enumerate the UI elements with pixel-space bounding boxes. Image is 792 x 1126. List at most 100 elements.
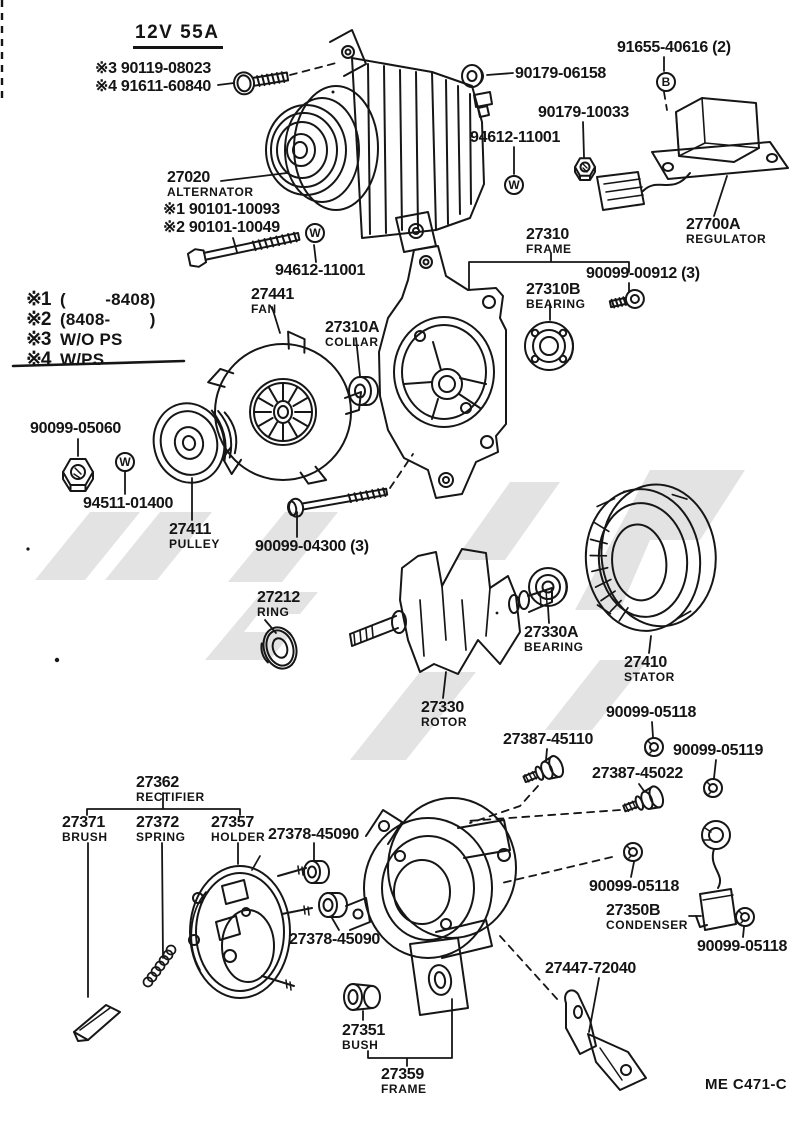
legend-symbol: ※1 <box>26 289 52 310</box>
legend-text: ( -8408) <box>60 290 156 309</box>
scan-artifacts <box>0 0 499 663</box>
legend-row: ※3 W/O PS <box>26 328 156 350</box>
legend-row: ※2 (8408- ) <box>26 308 156 330</box>
part-number: 27357 <box>211 814 254 831</box>
part-label-94612-11001: 94612-11001 <box>275 262 366 279</box>
part-number: 94612-11001 <box>470 129 561 146</box>
part-label-90099-043003: 90099-04300 (3) <box>255 538 369 555</box>
bracket-drawing <box>564 989 647 1091</box>
plate-code: ME C471-C <box>705 1076 787 1093</box>
grommet-a-drawing <box>303 860 330 884</box>
part-number: 27310B <box>526 281 581 298</box>
part-name: CONDENSER <box>606 918 689 932</box>
washer-06158-drawing <box>461 64 484 88</box>
part-label-94612-11001: 94612-11001 <box>470 129 561 146</box>
part-name: ROTOR <box>421 715 468 729</box>
part-number: 94612-11001 <box>275 262 366 279</box>
part-number: 27441 <box>251 286 294 303</box>
leader-lines <box>77 56 745 1067</box>
grommet-b-drawing <box>318 892 348 918</box>
part-number: 27350B <box>606 902 661 919</box>
part-number: 94511-01400 <box>83 495 174 512</box>
spring-drawing <box>142 944 177 988</box>
part-number: 27351 <box>342 1022 385 1039</box>
mount-bolt-drawing <box>232 71 290 96</box>
part-number: 27330A <box>524 624 579 641</box>
part-number: 27372 <box>136 814 179 831</box>
fan-drawing <box>207 330 362 485</box>
screw-00912-drawing <box>608 288 645 309</box>
bearing-27310b-drawing <box>524 321 574 371</box>
part-number: 27387-45110 <box>503 731 594 748</box>
part-name: HOLDER <box>211 830 266 844</box>
part-name: REGULATOR <box>686 232 767 246</box>
part-label-27387-45110: 27387-45110 <box>503 731 594 748</box>
part-name: BEARING <box>526 297 586 311</box>
part-name: FRAME <box>381 1082 427 1096</box>
rotor-drawing <box>349 548 553 675</box>
part-number: 27330 <box>421 699 464 716</box>
part-name: FRAME <box>526 242 572 256</box>
part-label-90179-10033: 90179-10033 <box>538 104 630 121</box>
part-number: 27378-45090 <box>268 826 360 843</box>
part-number: ※3 90119-08023 <box>95 60 211 77</box>
part-name: STATOR <box>624 670 675 684</box>
part-label-190101-10093: ※1 90101-10093 <box>163 202 280 218</box>
circled-w-symbol: W <box>504 175 524 195</box>
part-number: 90099-00912 (3) <box>586 265 700 282</box>
part-label-27378-45090: 27378-45090 <box>289 932 380 948</box>
part-number: 27387-45022 <box>592 765 684 782</box>
part-number: 27410 <box>624 654 667 671</box>
part-number: 91655-40616 (2) <box>617 39 731 56</box>
part-name: RECTIFIER <box>136 790 205 804</box>
part-label-27387-45022: 27387-45022 <box>592 765 684 782</box>
part-name: PULLEY <box>169 537 220 551</box>
part-number: 90179-10033 <box>538 104 630 121</box>
part-label-491611-60840: ※4 91611-60840 <box>95 78 211 95</box>
part-number: ※4 91611-60840 <box>95 78 211 95</box>
part-name: FAN <box>251 302 277 316</box>
part-label-90099-05118: 90099-05118 <box>606 705 696 721</box>
part-label-90099-05118: 90099-05118 <box>697 938 788 955</box>
legend-text: W/PS <box>60 350 105 369</box>
part-number: 90179-06158 <box>515 65 607 82</box>
part-number: 27020 <box>167 169 210 186</box>
part-name: SPRING <box>136 830 186 844</box>
part-number: 27447-72040 <box>545 960 637 977</box>
bearing-27330a-drawing <box>528 567 568 607</box>
legend-symbol: ※4 <box>26 349 52 370</box>
nut-05060-drawing <box>62 458 94 492</box>
brush-drawing <box>73 1004 121 1042</box>
part-name: COLLAR <box>325 335 379 349</box>
diagram-title: 12V 55A <box>133 22 224 49</box>
collar-drawing <box>348 376 379 406</box>
part-label-94511-01400: 94511-01400 <box>83 495 174 512</box>
condenser-drawing <box>695 820 737 931</box>
part-label-27447-72040: 27447-72040 <box>545 960 637 977</box>
part-name: RING <box>257 605 290 619</box>
pulley-drawing <box>152 402 238 484</box>
part-number: 27700A <box>686 216 741 233</box>
part-name: ALTERNATOR <box>167 185 254 199</box>
part-number: 90099-04300 (3) <box>255 538 369 555</box>
legend-symbol: ※2 <box>26 309 52 330</box>
regulator-drawing <box>596 97 789 211</box>
bush-drawing <box>343 983 381 1011</box>
part-label-90179-06158: 90179-06158 <box>515 65 607 82</box>
part-number: 90099-05118 <box>697 938 788 955</box>
legend-symbol: ※3 <box>26 329 52 350</box>
part-label-90099-05119: 90099-05119 <box>673 743 763 759</box>
legend-row: ※4 W/PS <box>26 348 156 370</box>
part-number: 27371 <box>62 814 105 831</box>
